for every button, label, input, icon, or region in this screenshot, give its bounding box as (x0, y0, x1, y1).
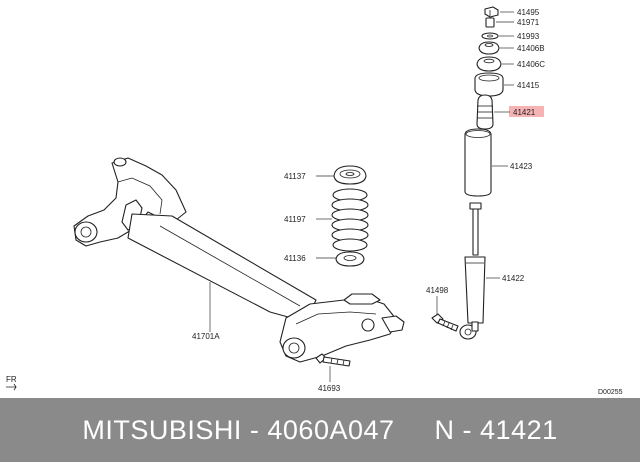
label-41423: 41423 (510, 162, 533, 171)
label-41136: 41136 (284, 254, 306, 263)
coil-spring-41197[interactable] (331, 188, 369, 252)
label-41971: 41971 (517, 18, 540, 27)
label-41406C: 41406C (517, 60, 545, 69)
front-direction-icon: FR (6, 375, 17, 391)
label-41415: 41415 (517, 81, 540, 90)
bolt-41693[interactable] (315, 353, 351, 367)
washer-41993[interactable] (481, 32, 499, 40)
label-41993: 41993 (517, 32, 540, 41)
label-41498: 41498 (426, 286, 449, 295)
spring-seat-lower-41136[interactable] (335, 251, 365, 267)
bushing-41406C[interactable] (476, 56, 502, 72)
label-41701A: 41701A (192, 332, 220, 341)
highlight-41421 (509, 106, 544, 117)
label-41422: 41422 (502, 274, 525, 283)
axle-beam-41701A[interactable] (73, 157, 405, 363)
spring-seat-upper-41137[interactable] (333, 165, 367, 185)
spacer-41971[interactable] (485, 17, 495, 28)
front-marker-label: FR (6, 375, 17, 384)
footer-brand: MITSUBISHI (82, 414, 242, 445)
footer-ref-number: 41421 (480, 414, 558, 445)
footer-caption: MITSUBISHI - 4060A047 N - 41421 (82, 415, 557, 446)
nut-41495[interactable] (484, 6, 499, 18)
bolt-41498[interactable] (431, 313, 459, 332)
bump-stop-41421[interactable] (476, 94, 494, 130)
bushing-41406B[interactable] (478, 41, 500, 55)
footer-separator-1: - (241, 414, 268, 445)
footer-separator-2: - (454, 414, 481, 445)
dust-cover-41423[interactable] (464, 128, 492, 197)
diagram-code: D00255 (598, 389, 623, 396)
footer-gap (395, 415, 435, 445)
label-41406B: 41406B (517, 44, 545, 53)
label-41693: 41693 (318, 384, 341, 393)
label-41197: 41197 (284, 215, 306, 224)
footer-bar: MITSUBISHI - 4060A047 N - 41421 (0, 398, 640, 462)
footer-part-number: 4060A047 (267, 414, 395, 445)
cup-41415[interactable] (474, 72, 504, 97)
label-41137: 41137 (284, 172, 306, 181)
shock-absorber-41422[interactable] (459, 202, 486, 340)
footer-prefix: N (434, 414, 455, 445)
label-41421: 41421 (513, 108, 536, 117)
label-41495: 41495 (517, 8, 540, 17)
parts-diagram: 41495 41971 41993 41406B 41406C 41415 41… (6, 6, 623, 396)
